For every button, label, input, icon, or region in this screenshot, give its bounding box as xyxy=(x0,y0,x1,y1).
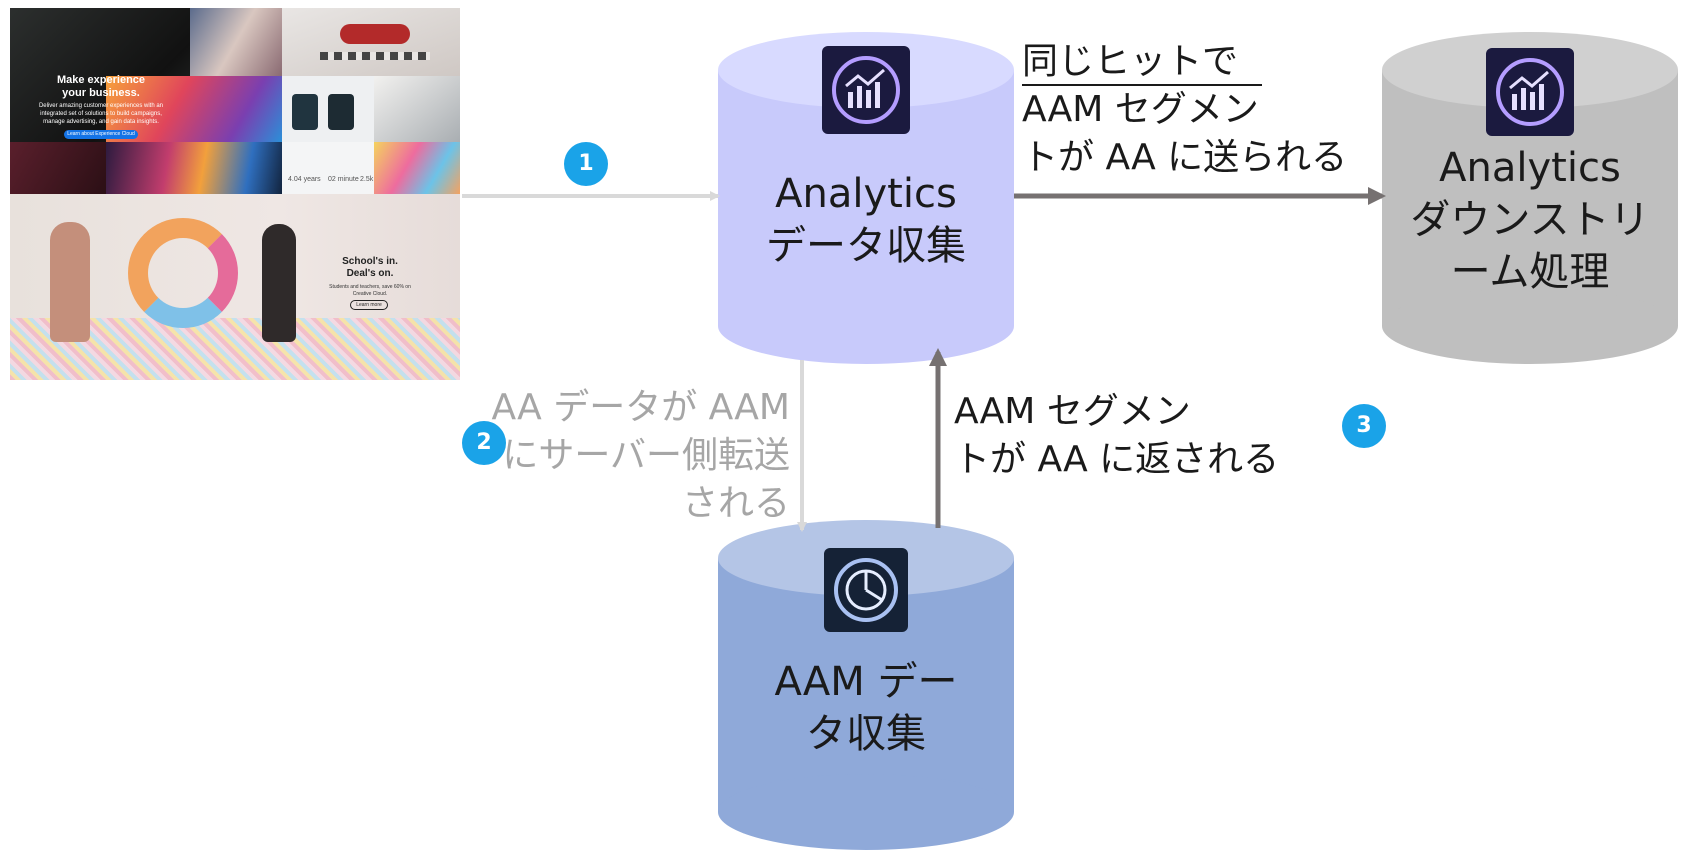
return-note-line2: トが AA に返される xyxy=(954,439,1280,480)
downstream-db-line3: ーム処理 xyxy=(1450,249,1610,295)
website-screenshot: Make experience your business. Deliver a… xyxy=(10,8,460,380)
site-tile-shop xyxy=(190,8,282,76)
return-note-line1: AAM セグメン xyxy=(954,391,1191,432)
downstream-db-line2: ダウンストリ xyxy=(1410,197,1650,243)
step-2-badge: 2 xyxy=(462,421,506,465)
send-note: 同じヒットで AAM セグメン トが AA に送られる xyxy=(1022,38,1347,182)
site-hero-button[interactable]: Learn about Experience Cloud xyxy=(64,130,138,139)
site-tile-shirt-2 xyxy=(328,94,354,130)
return-note: AAM セグメン トが AA に返される xyxy=(954,388,1279,484)
site-promo-button[interactable]: Learn more xyxy=(350,300,388,310)
site-stat-2: 02 minute xyxy=(328,176,359,183)
site-tile-car-red xyxy=(340,24,410,44)
step-1-badge: 1 xyxy=(564,142,608,186)
site-person-right xyxy=(262,224,296,342)
site-promo-title: School's in. Deal's on. xyxy=(342,256,398,279)
site-promo-body: Students and teachers, save 60% on Creat… xyxy=(329,284,411,297)
downstream-db-cylinder xyxy=(1382,32,1678,364)
site-person-left xyxy=(50,222,90,342)
analytics-db-label: Analytics データ収集 xyxy=(718,168,1014,272)
analytics-db-line2: データ収集 xyxy=(766,223,966,269)
downstream-db-line1: Analytics xyxy=(1439,145,1621,191)
aam-db-line1: AAM デー xyxy=(774,659,958,705)
analytics-db-line1: Analytics xyxy=(775,171,957,217)
send-note-line2: AAM セグメン xyxy=(1022,89,1259,130)
send-note-line1: 同じヒットで xyxy=(1022,41,1239,82)
forward-note-line1: AA データが AAM xyxy=(491,387,790,428)
site-tile-swatches xyxy=(320,52,430,60)
aam-db-label: AAM デー タ収集 xyxy=(718,656,1014,760)
forward-note-line2: にサーバー側転送 xyxy=(502,435,790,476)
site-stat-1: 4.04 years xyxy=(288,176,321,183)
step-3-badge: 3 xyxy=(1342,404,1386,448)
forward-note-line3: される xyxy=(681,483,790,524)
downstream-db-label: Analytics ダウンストリ ーム処理 xyxy=(1382,142,1678,298)
site-tile-charts xyxy=(282,142,374,194)
analytics-chart-icon xyxy=(822,46,910,134)
site-hero-title: Make experience your business. xyxy=(56,74,146,99)
site-tile-yarn xyxy=(374,142,460,194)
site-stat-3: 2.5k xyxy=(360,176,374,183)
site-tile-product xyxy=(374,76,460,142)
send-note-line3: トが AA に送られる xyxy=(1022,137,1348,178)
aam-db-line2: タ収集 xyxy=(806,711,926,757)
audience-manager-pie-icon xyxy=(824,548,908,632)
site-hero-body: Deliver amazing customer experiences wit… xyxy=(38,103,164,125)
forward-note: AA データが AAM にサーバー側転送 される xyxy=(490,384,790,528)
site-tile-leaves xyxy=(10,142,106,194)
site-tile-shirt-1 xyxy=(292,94,318,130)
analytics-chart-icon xyxy=(1486,48,1574,136)
site-tile-swirl xyxy=(106,142,282,194)
